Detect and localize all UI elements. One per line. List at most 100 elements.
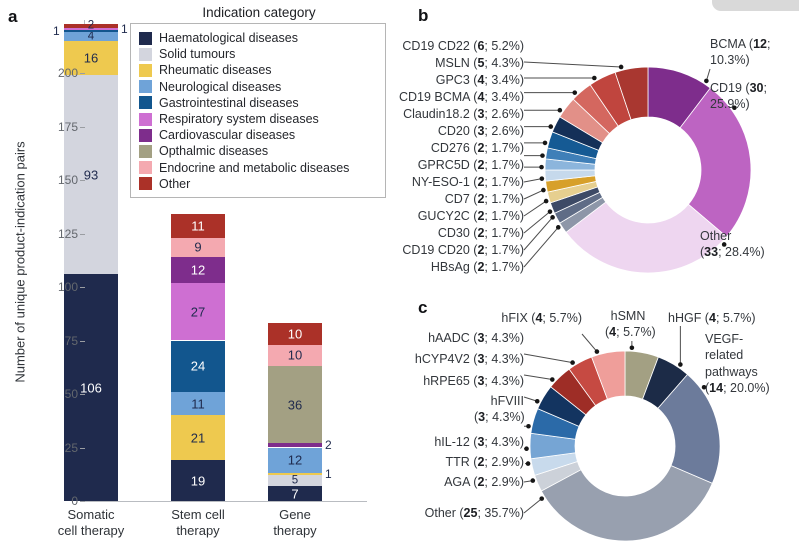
label-anchor-dot <box>570 360 575 365</box>
bar-segment <box>64 30 118 33</box>
legend-item: Haematological diseases <box>139 30 377 46</box>
label-anchor-dot <box>572 90 578 95</box>
bar-segment <box>268 443 322 448</box>
panel-c-donut-gene-therapy: c hSMN (4; 5.7%)hHGF (4; 5.7%)VEGF-relat… <box>392 292 799 542</box>
donut-slice-label: CD30 (2; 1.7%) <box>437 225 524 240</box>
legend-color-swatch <box>139 177 152 191</box>
label-anchor-dot <box>540 153 545 158</box>
label-leader-line <box>523 498 543 514</box>
bar-segment: 21 <box>171 415 225 461</box>
bar-segment: 7 <box>268 486 322 501</box>
bar-segment: 11 <box>171 214 225 238</box>
segment-value-label: 19 <box>190 473 206 489</box>
segment-value-callout: 1 <box>121 22 128 37</box>
label-anchor-dot <box>701 384 707 390</box>
segment-value-label: 4 <box>87 29 95 42</box>
label-leader-line <box>523 216 553 251</box>
segment-value-label: 106 <box>80 380 102 396</box>
segment-value-label: 27 <box>190 304 206 320</box>
label-anchor-dot <box>534 398 540 404</box>
legend-item: Gastrointestinal diseases <box>139 95 377 111</box>
segment-value-label: 16 <box>83 50 99 66</box>
y-tick-mark <box>80 180 85 181</box>
legend-item: Other <box>139 176 377 192</box>
donut-slice-label: GUCY2C (2; 1.7%) <box>417 208 524 223</box>
donut-slice-label: HBsAg (2; 1.7%) <box>430 259 524 274</box>
segment-value-callout: 1 <box>325 467 332 482</box>
donut-slice-label: hSMN (4; 5.7%) <box>605 309 656 340</box>
legend-item: Solid tumours <box>139 46 377 62</box>
panel-letter-b: b <box>418 6 429 25</box>
page-corner-artifact <box>712 0 799 11</box>
y-tick-label: 25 <box>64 440 78 455</box>
legend-item-label: Endocrine and metabolic diseases <box>159 160 350 175</box>
donut-slice-label: BCMA (12; 10.3%) <box>710 37 771 68</box>
bar-segment: 27 <box>171 282 225 341</box>
donut-slice-label: Other (33; 28.4%) <box>700 229 765 260</box>
label-anchor-dot <box>542 140 548 146</box>
bar-segment: 9 <box>171 237 225 258</box>
donut-slice <box>540 465 713 542</box>
label-leader-line <box>523 178 542 183</box>
panel-b-donut-cell-therapy: b BCMA (12; 10.3%) CD19 (30; 25.9%) Other … <box>392 0 799 292</box>
segment-value-label: 10 <box>287 347 303 363</box>
y-tick-mark <box>80 126 85 128</box>
label-anchor-dot <box>629 345 635 351</box>
donut-slice-label: AGA (2; 2.9%) <box>444 474 524 489</box>
label-leader-line <box>523 353 573 364</box>
segment-value-label: 2 <box>87 19 95 32</box>
bar-segment <box>64 28 118 31</box>
y-tick-mark <box>80 447 85 449</box>
y-tick-mark <box>80 233 85 235</box>
donut-slice-label: CD19 CD20 (2; 1.7%) <box>402 242 524 257</box>
x-category-line: Somatic <box>67 507 115 522</box>
x-axis-line <box>84 501 367 502</box>
segment-value-label: 11 <box>191 396 205 412</box>
bar-segment: 10 <box>268 344 322 367</box>
legend-item-label: Respiratory system diseases <box>159 112 319 127</box>
donut-slice-label: TTR (2; 2.9%) <box>445 454 525 469</box>
donut-slice-label: CD19 BCMA (4; 3.4%) <box>398 89 524 104</box>
segment-value-label: 11 <box>191 218 205 234</box>
legend-item: Rheumatic diseases <box>139 62 377 78</box>
donut-slice-label: CD19 (30; 25.9%) <box>710 81 767 112</box>
y-tick-label: 75 <box>64 333 78 348</box>
label-anchor-dot <box>721 242 727 247</box>
segment-value-callout: 2 <box>325 438 332 453</box>
legend-color-swatch <box>139 96 152 110</box>
legend-item-label: Haematological diseases <box>159 31 298 46</box>
segment-value-label: 24 <box>190 358 206 374</box>
legend-item-label: Solid tumours <box>159 47 236 62</box>
y-tick-mark <box>80 287 85 288</box>
donut-slice-label: hCYP4V2 (3; 4.3%) <box>414 351 524 366</box>
bar-segment: 106 <box>64 274 118 501</box>
segment-value-label: 12 <box>190 262 206 278</box>
label-leader-line <box>523 211 551 234</box>
donut-c-svg <box>523 326 721 542</box>
bar-segment: 10 <box>268 323 322 345</box>
legend-item-label: Cardiovascular diseases <box>159 128 296 143</box>
legend-item-label: Gastrointestinal diseases <box>159 95 299 110</box>
donut-slice <box>565 201 728 274</box>
y-tick-label: 0 <box>71 494 78 508</box>
bar-segment <box>268 473 322 476</box>
label-anchor-dot <box>541 187 546 193</box>
donut-slice-label: CD20 (3; 2.6%) <box>437 123 524 138</box>
segment-value-label: 12 <box>287 452 303 468</box>
label-anchor-dot <box>555 225 561 230</box>
legend-item: Opthalmic diseases <box>139 143 377 159</box>
donut-slice-label: CD276 (2; 1.7%) <box>430 140 524 155</box>
panel-a-bar-chart: a Number of unique product-indication pa… <box>8 5 386 540</box>
label-anchor-dot <box>548 124 554 129</box>
donut-slice-label: GPRC5D (2; 1.7%) <box>417 157 524 172</box>
donut-slice-label: hAADC (3; 4.3%) <box>428 330 524 345</box>
label-anchor-dot <box>592 75 597 81</box>
legend-color-swatch <box>139 47 152 61</box>
y-tick-mark <box>80 340 85 342</box>
bar-segment: 12 <box>171 257 225 283</box>
donut-slice-label: hFVIII (3; 4.3%) <box>474 393 525 424</box>
y-tick-mark <box>80 394 85 395</box>
